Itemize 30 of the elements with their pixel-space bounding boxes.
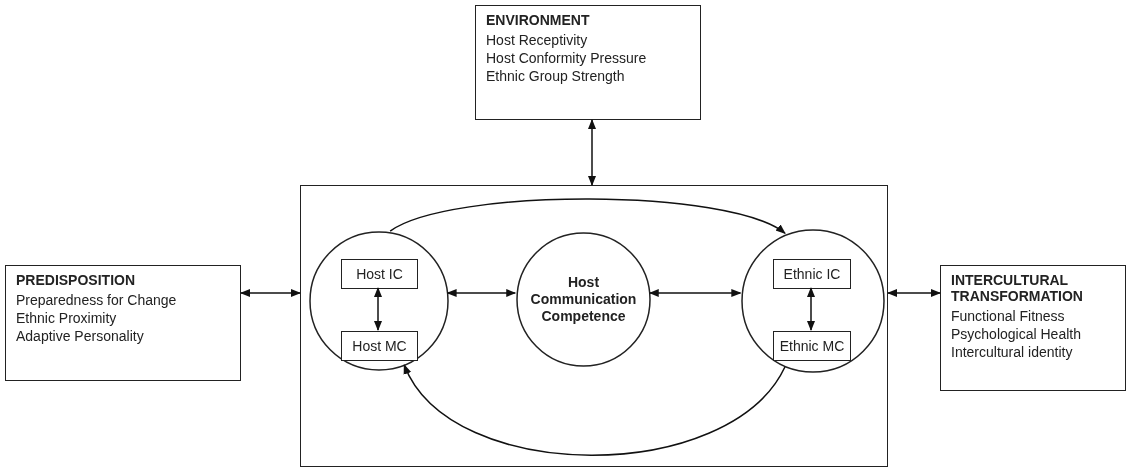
double-arrow: [887, 289, 941, 297]
double-arrow: [648, 289, 742, 297]
double-arrow: [807, 287, 815, 331]
factor-item: Ethnic Proximity: [16, 309, 118, 327]
double-arrow: [446, 289, 517, 297]
factor-item: Intercultural identity: [951, 343, 1074, 361]
factor-box: [940, 265, 1126, 391]
process-box: Ethnic MC: [773, 331, 851, 361]
factor-item: Adaptive Personality: [16, 327, 145, 345]
double-arrow: [240, 289, 301, 297]
box-heading: PREDISPOSITION: [16, 272, 137, 288]
arrow: [403, 364, 786, 456]
process-box: Host IC: [341, 259, 418, 289]
factor-item: Host Receptivity: [486, 31, 589, 49]
factor-item: Functional Fitness: [951, 307, 1066, 325]
box-heading: INTERCULTURAL TRANSFORMATION: [951, 272, 1084, 304]
factor-box: [5, 265, 241, 381]
arrow: [389, 198, 786, 234]
double-arrow: [588, 119, 596, 186]
box-heading: ENVIRONMENT: [486, 12, 591, 28]
factor-item: Preparedness for Change: [16, 291, 178, 309]
group-frame: [300, 185, 888, 467]
process-box: Host MC: [341, 331, 418, 361]
factor-item: Host Conformity Pressure: [486, 49, 648, 67]
node-label: Host Communication Competence: [529, 274, 638, 325]
factor-box: [475, 5, 701, 120]
process-box: Ethnic IC: [773, 259, 851, 289]
double-arrow: [374, 287, 382, 331]
factor-item: Psychological Health: [951, 325, 1082, 343]
factor-item: Ethnic Group Strength: [486, 67, 626, 85]
